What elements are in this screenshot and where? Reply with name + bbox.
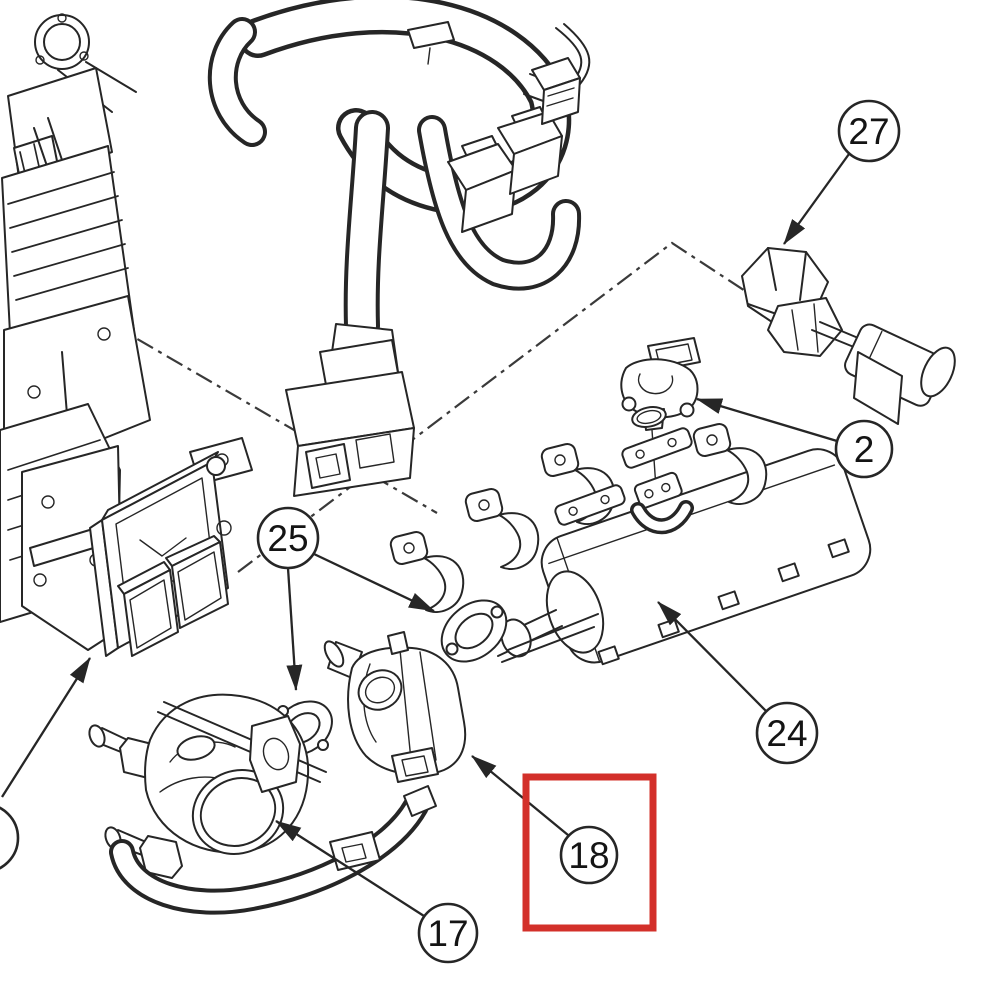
callout-25-balloon[interactable] — [256, 506, 320, 570]
egr-valve-drawing — [323, 631, 467, 783]
callout-24[interactable]: 24 — [657, 601, 819, 765]
egr-gasket-right-drawing — [440, 599, 508, 663]
ecu-drawing — [21, 437, 253, 657]
highlight-box — [522, 773, 657, 932]
callout-2-label: 2 — [854, 429, 875, 470]
callout-18-label: 18 — [568, 835, 609, 876]
egr-cooler-drawing — [389, 423, 872, 666]
callout-25-label: 25 — [267, 518, 308, 559]
callout-17[interactable]: 17 — [275, 820, 479, 964]
callout-17-balloon[interactable] — [417, 902, 479, 964]
callout-24-label: 24 — [766, 713, 807, 754]
callout-2-balloon[interactable] — [834, 419, 894, 479]
callout-cropped-left[interactable] — [0, 657, 91, 872]
callout-27[interactable]: 27 — [783, 99, 901, 245]
pump-drawing — [88, 693, 437, 915]
callout-cropped-balloon[interactable] — [0, 804, 20, 872]
pressure-sensor-drawing — [620, 337, 701, 504]
sensor-with-cable-drawing — [741, 247, 956, 425]
callout-18[interactable]: 18 — [471, 755, 619, 885]
callout-24-balloon[interactable] — [755, 701, 819, 765]
callout-27-balloon[interactable] — [837, 99, 901, 163]
callout-25[interactable]: 25 — [256, 506, 435, 691]
callout-18-balloon[interactable] — [559, 825, 619, 885]
callout-2[interactable]: 2 — [696, 397, 894, 479]
wiring-harness-drawing — [207, 0, 591, 497]
callout-27-label: 27 — [848, 111, 889, 152]
callout-17-label: 17 — [427, 913, 468, 954]
